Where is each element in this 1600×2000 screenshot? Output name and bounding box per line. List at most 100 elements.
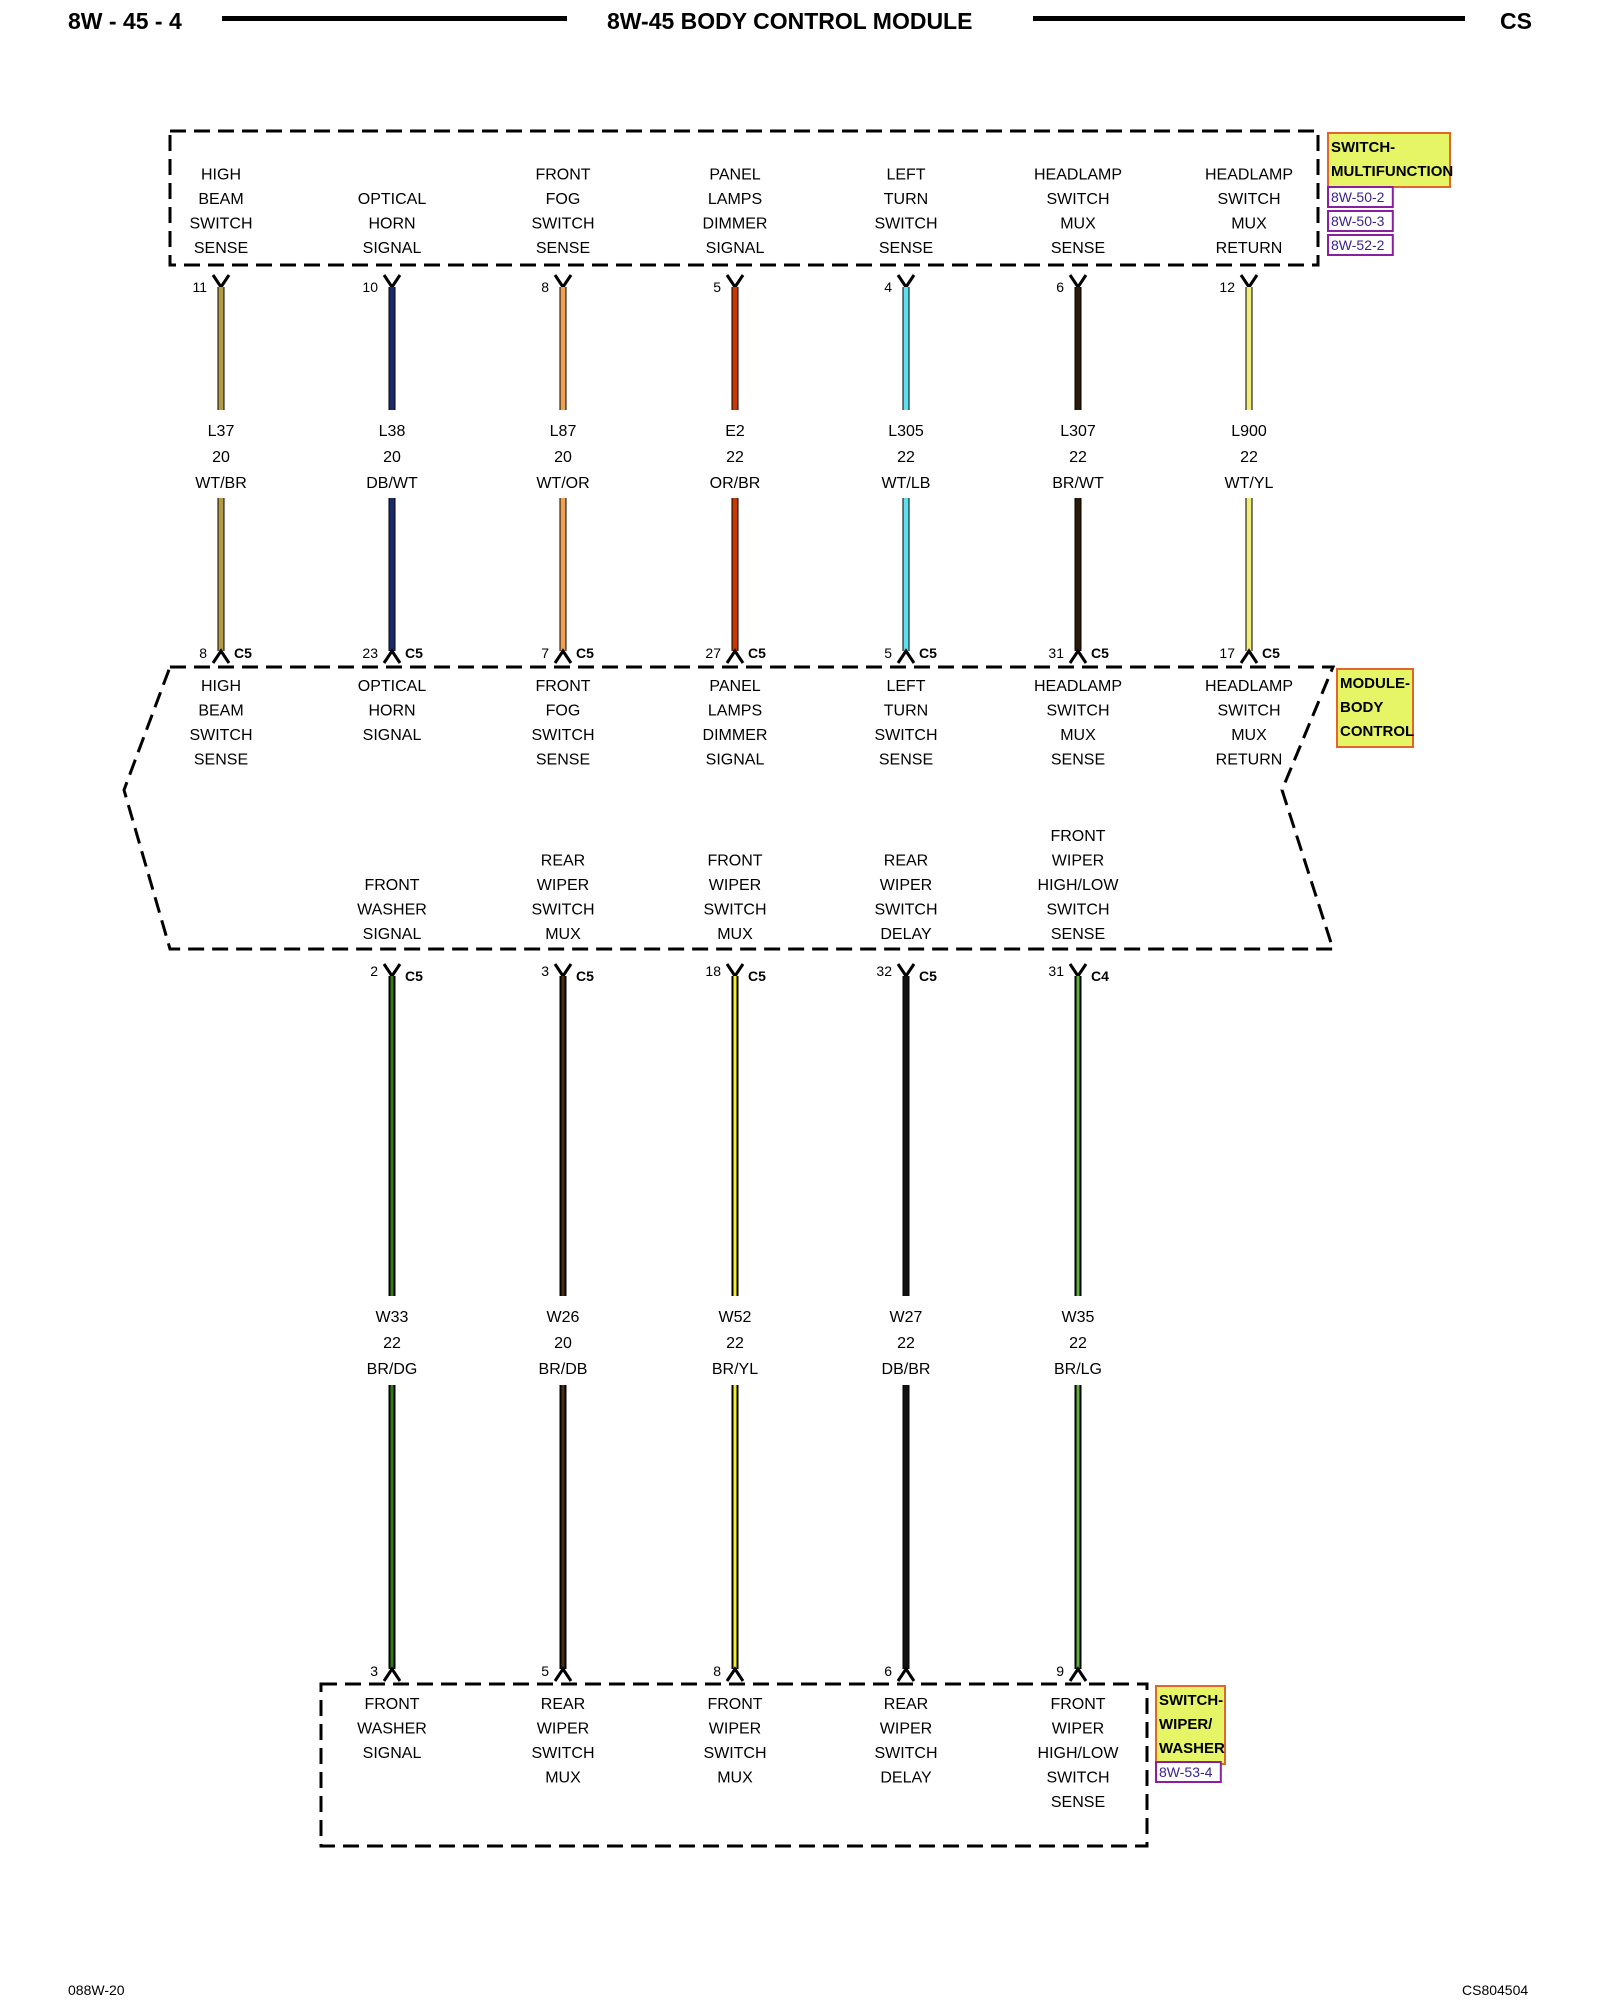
wire-color-code: BR/LG	[1054, 1361, 1102, 1378]
switch-pin-label: OPTICAL	[358, 191, 427, 208]
switch-pin-label: SWITCH	[1046, 191, 1109, 208]
switch-pin-label: RETURN	[1216, 240, 1283, 257]
switch-pin-label: BEAM	[198, 191, 243, 208]
bcm-pin-label: MUX	[545, 926, 581, 943]
switch-connector-pin	[1239, 274, 1259, 290]
bcm-connector-pin	[725, 963, 745, 979]
bcm-pin-number: 31	[1048, 963, 1064, 979]
switch-pin-label: FRONT	[707, 1696, 762, 1713]
circuit-id: L87	[550, 423, 577, 440]
circuit-id: W26	[547, 1309, 580, 1326]
switch-pin-label: WIPER	[537, 1721, 589, 1738]
bcm-pin-number: 7	[541, 645, 549, 661]
switch-connector-pin	[1068, 274, 1088, 290]
bcm-connector-pin	[1239, 648, 1259, 664]
bcm-pin-number: 8	[199, 645, 207, 661]
footer-drawing-id: CS804504	[1462, 1982, 1529, 1998]
switch-pin-number: 8	[541, 279, 549, 295]
wire-gauge: 20	[212, 449, 230, 466]
switch-pin-number: 10	[362, 279, 378, 295]
switch-pin-number: 6	[884, 1663, 892, 1679]
bcm-pin-label: PANEL	[709, 678, 760, 695]
bcm-pin-label: SWITCH	[874, 727, 937, 744]
wire-color-code: WT/LB	[882, 475, 931, 492]
wire-gauge: 22	[383, 1335, 401, 1352]
wire-color-code: BR/WT	[1052, 475, 1104, 492]
wire-gauge: 22	[1069, 1335, 1087, 1352]
bcm-pin-label: SWITCH	[1046, 703, 1109, 720]
bcm-pin-label: FRONT	[364, 877, 419, 894]
bcm-pin-label: WIPER	[880, 877, 932, 894]
switch-pin-number: 5	[541, 1663, 549, 1679]
bcm-pin-label: SENSE	[194, 752, 248, 769]
switch-connector-pin	[725, 274, 745, 290]
bcm-pin-label: SIGNAL	[706, 752, 765, 769]
bcm-pin-label: WASHER	[357, 902, 427, 919]
switch-pin-label: HORN	[368, 216, 415, 233]
switch-pin-label: SWITCH	[531, 1745, 594, 1762]
bcm-pin-label: WIPER	[1052, 853, 1104, 870]
switch-pin-label: SWITCH	[874, 1745, 937, 1762]
wire-color-code: DB/WT	[366, 475, 418, 492]
bcm-pin-label: RETURN	[1216, 752, 1283, 769]
wiper-washer-switch-name-line: SWITCH-	[1159, 1692, 1223, 1709]
wire-gauge: 22	[726, 1335, 744, 1352]
bcm-pin-number: 3	[541, 963, 549, 979]
bcm-pin-label: MUX	[1231, 727, 1267, 744]
switch-pin-label: DIMMER	[703, 216, 768, 233]
wire-color-code: BR/YL	[712, 1361, 758, 1378]
wire-color-code: DB/BR	[882, 1361, 931, 1378]
bcm-pin-number: 23	[362, 645, 378, 661]
switch-pin-label: FRONT	[1050, 1696, 1105, 1713]
bcm-pin-label: WIPER	[709, 877, 761, 894]
switch-connector-pin	[553, 274, 573, 290]
switch-pin-label: LAMPS	[708, 191, 762, 208]
wire-gauge: 20	[383, 449, 401, 466]
switch-connector-pin	[1068, 1666, 1088, 1682]
bcm-pin-label: HIGH	[201, 678, 241, 695]
bcm-pin-label: SENSE	[879, 752, 933, 769]
switch-pin-label: HIGH/LOW	[1038, 1745, 1120, 1762]
bcm-connector-id: C5	[748, 968, 766, 984]
wire-color-code: WT/YL	[1225, 475, 1274, 492]
bcm-connector-pin	[211, 648, 231, 664]
multifunction-switch-ref-box	[1327, 234, 1394, 256]
bcm-connector-id: C5	[576, 645, 594, 661]
bcm-pin-label: FOG	[546, 703, 581, 720]
wire-color-code: BR/DG	[367, 1361, 418, 1378]
switch-pin-label: HIGH	[201, 167, 241, 184]
switch-pin-number: 12	[1219, 279, 1235, 295]
bcm-connector-id: C5	[748, 645, 766, 661]
bcm-connector-id: C5	[1262, 645, 1280, 661]
bcm-pin-label: FRONT	[1050, 828, 1105, 845]
switch-pin-label: MUX	[717, 1770, 753, 1787]
bcm-connector-id: C4	[1091, 968, 1109, 984]
wiper-washer-switch-ref-box	[1155, 1761, 1222, 1783]
wire-gauge: 22	[897, 1335, 915, 1352]
circuit-id: E2	[725, 423, 745, 440]
bcm-connector-id: C5	[405, 645, 423, 661]
switch-pin-label: FRONT	[535, 167, 590, 184]
wire-gauge: 20	[554, 1335, 572, 1352]
switch-pin-label: SENSE	[1051, 240, 1105, 257]
switch-pin-label: MUX	[1060, 216, 1096, 233]
bcm-pin-number: 18	[705, 963, 721, 979]
bcm-pin-label: BEAM	[198, 703, 243, 720]
switch-pin-label: WIPER	[709, 1721, 761, 1738]
header-rule-right	[1033, 16, 1465, 21]
circuit-id: W52	[719, 1309, 752, 1326]
body-control-module-name-line: MODULE-	[1340, 675, 1410, 692]
circuit-id: L305	[888, 423, 924, 440]
switch-pin-label: HEADLAMP	[1205, 167, 1293, 184]
switch-pin-number: 5	[713, 279, 721, 295]
bcm-connector-pin	[896, 963, 916, 979]
switch-pin-label: SWITCH	[874, 216, 937, 233]
body-control-module-name-tag	[1336, 668, 1414, 748]
switch-pin-label: LEFT	[886, 167, 925, 184]
bcm-pin-label: SWITCH	[531, 727, 594, 744]
multifunction-switch-ref-link: 8W-52-2	[1331, 237, 1385, 253]
wire-color-code: WT/BR	[195, 475, 247, 492]
bcm-pin-label: REAR	[884, 853, 928, 870]
wiper-washer-switch-name-tag	[1155, 1685, 1226, 1765]
switch-pin-label: SWITCH	[1217, 191, 1280, 208]
